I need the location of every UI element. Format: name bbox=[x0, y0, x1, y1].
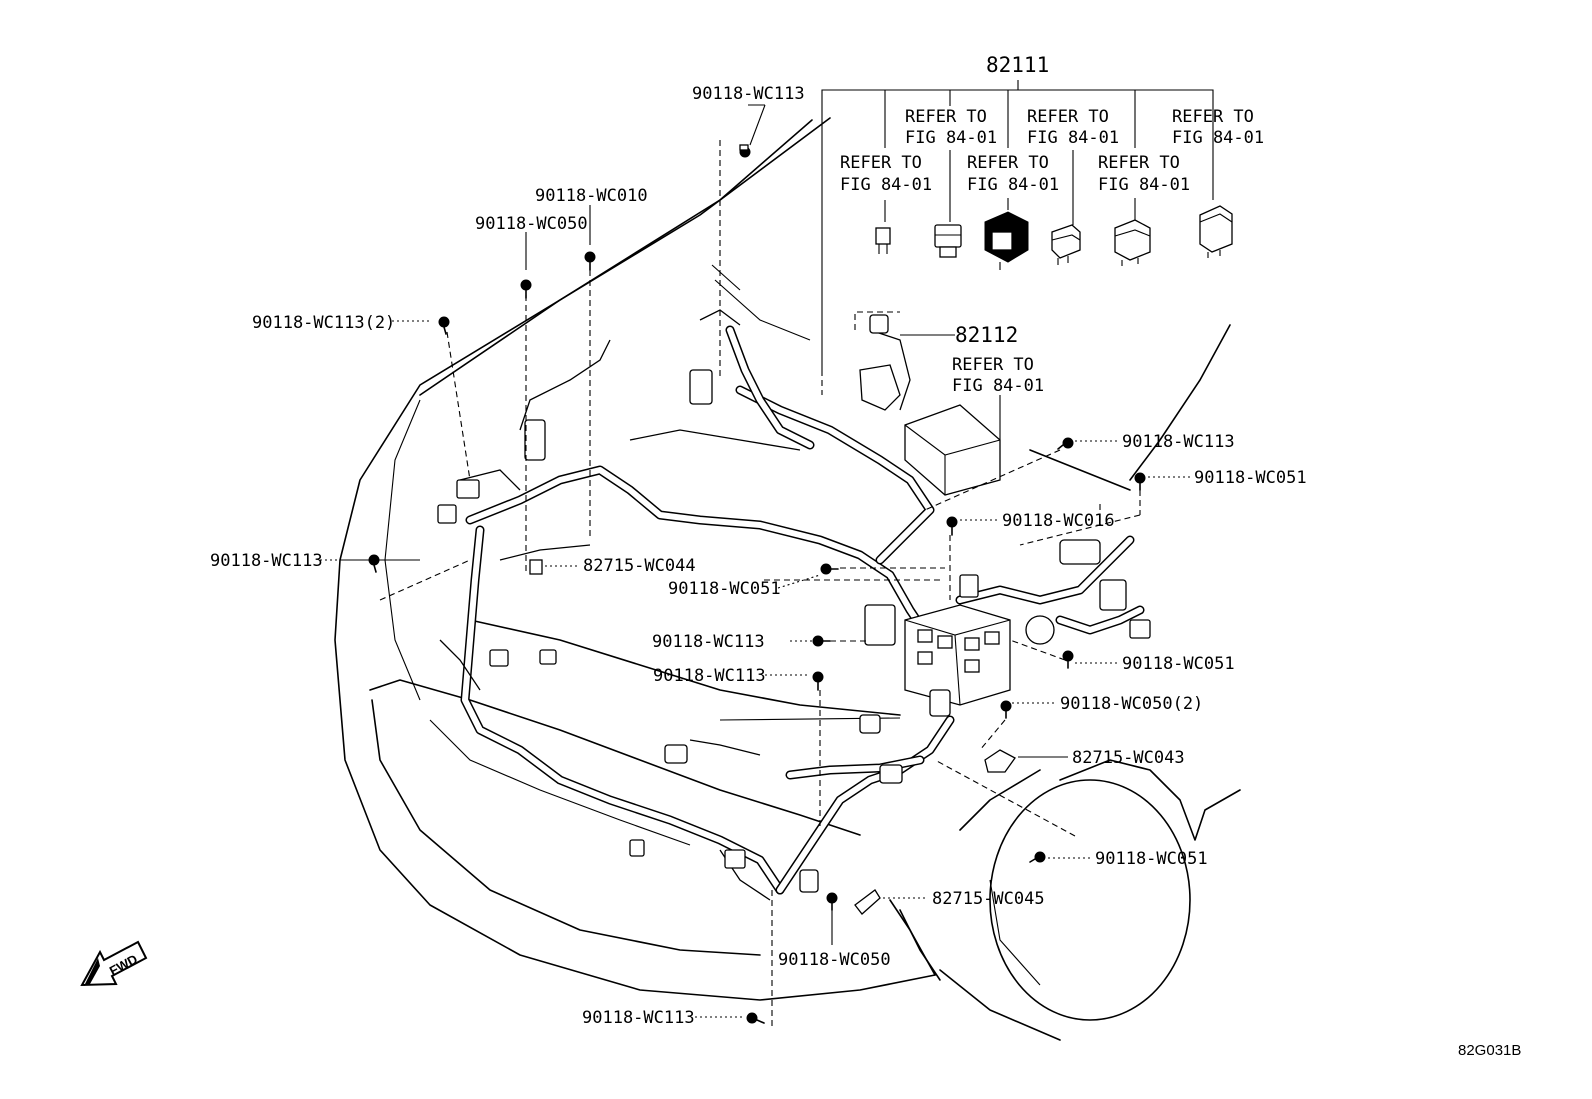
part-label: 90118-WC113 bbox=[210, 551, 323, 571]
ecu-box bbox=[859, 364, 1001, 496]
bolt-icon bbox=[520, 279, 532, 299]
part-label: 90118-WC051 bbox=[1194, 468, 1307, 488]
part-label: 90118-WC113 bbox=[653, 666, 766, 686]
part-labels: 82111 82112 REFER TO FIG 84-01 REFER TO … bbox=[210, 53, 1307, 1028]
fig-ref-label: FIG 84-01 bbox=[1172, 128, 1264, 148]
vehicle-body-outline bbox=[334, 117, 1241, 1041]
bolt-icon bbox=[1029, 851, 1046, 863]
refer-to-label: REFER TO bbox=[1172, 107, 1254, 127]
refer-to-label: REFER TO bbox=[1098, 153, 1180, 173]
bolt-icon bbox=[739, 144, 751, 158]
clip-icon bbox=[854, 889, 881, 915]
clip-icon bbox=[529, 559, 543, 575]
clip-icon bbox=[984, 749, 1016, 773]
fig-ref-label: FIG 84-01 bbox=[967, 175, 1059, 195]
part-label: 82715-WC044 bbox=[583, 556, 696, 576]
part-label: 90118-WC113 bbox=[692, 84, 805, 104]
part-label: 90118-WC010 bbox=[535, 186, 648, 206]
relays-row bbox=[875, 205, 1233, 270]
refer-to-label: REFER TO bbox=[905, 107, 987, 127]
figure-code: 82G031B bbox=[1458, 1042, 1521, 1059]
part-label: 90118-WC113(2) bbox=[252, 313, 395, 333]
part-label: 90118-WC050 bbox=[778, 950, 891, 970]
part-82112-bracket bbox=[854, 311, 1001, 440]
refer-to-label: REFER TO bbox=[840, 153, 922, 173]
bolt-icon bbox=[438, 316, 450, 335]
part-number-82112: 82112 bbox=[955, 323, 1018, 347]
fig-ref-label: FIG 84-01 bbox=[905, 128, 997, 148]
relay-3 bbox=[984, 211, 1029, 270]
part-label: 90118-WC016 bbox=[1002, 511, 1115, 531]
fig-ref-label: FIG 84-01 bbox=[1098, 175, 1190, 195]
bolt-icon bbox=[1062, 650, 1074, 669]
fuse-1 bbox=[875, 227, 891, 254]
engine-room-wire-harness bbox=[439, 309, 1145, 901]
part-label: 82715-WC045 bbox=[932, 889, 1045, 909]
leader-lines bbox=[320, 104, 1190, 1030]
part-label: 90118-WC051 bbox=[1095, 849, 1208, 869]
relay-4 bbox=[1051, 224, 1081, 265]
harness-connectors bbox=[437, 314, 1151, 893]
part-label: 90118-WC051 bbox=[1122, 654, 1235, 674]
fig-ref-label: FIG 84-01 bbox=[840, 175, 932, 195]
bolt-icon bbox=[1057, 437, 1074, 450]
fasteners bbox=[368, 144, 1146, 1024]
bolt-icon bbox=[812, 635, 831, 647]
fig-ref-label: FIG 84-01 bbox=[1027, 128, 1119, 148]
relay-5 bbox=[1114, 219, 1151, 266]
bolt-icon bbox=[812, 671, 824, 691]
part-label: 90118-WC113 bbox=[652, 632, 765, 652]
bolt-icon bbox=[1000, 700, 1012, 719]
part-label: 90118-WC113 bbox=[1122, 432, 1235, 452]
relay-6 bbox=[1199, 205, 1233, 258]
part-number-82111: 82111 bbox=[986, 53, 1049, 77]
bolt-icon bbox=[1134, 472, 1146, 491]
part-label: 90118-WC050 bbox=[475, 214, 588, 234]
part-82111-bracket bbox=[821, 80, 1214, 395]
part-label: 90118-WC050(2) bbox=[1060, 694, 1203, 714]
fwd-arrow-icon: FWD bbox=[80, 940, 148, 987]
part-label: 90118-WC051 bbox=[668, 579, 781, 599]
refer-to-label: REFER TO bbox=[952, 355, 1034, 375]
bolt-icon bbox=[946, 516, 958, 536]
engine-room-junction-block bbox=[864, 604, 1011, 717]
part-label: 90118-WC113 bbox=[582, 1008, 695, 1028]
fig-ref-label: FIG 84-01 bbox=[952, 376, 1044, 396]
bolt-icon bbox=[584, 251, 596, 271]
bolt-icon bbox=[820, 563, 839, 575]
refer-to-label: REFER TO bbox=[967, 153, 1049, 173]
part-label: 82715-WC043 bbox=[1072, 748, 1185, 768]
refer-to-label: REFER TO bbox=[1027, 107, 1109, 127]
bolt-icon bbox=[826, 892, 838, 911]
bolt-icon bbox=[368, 554, 380, 573]
relay-2 bbox=[934, 224, 962, 258]
bolt-icon bbox=[746, 1012, 765, 1024]
